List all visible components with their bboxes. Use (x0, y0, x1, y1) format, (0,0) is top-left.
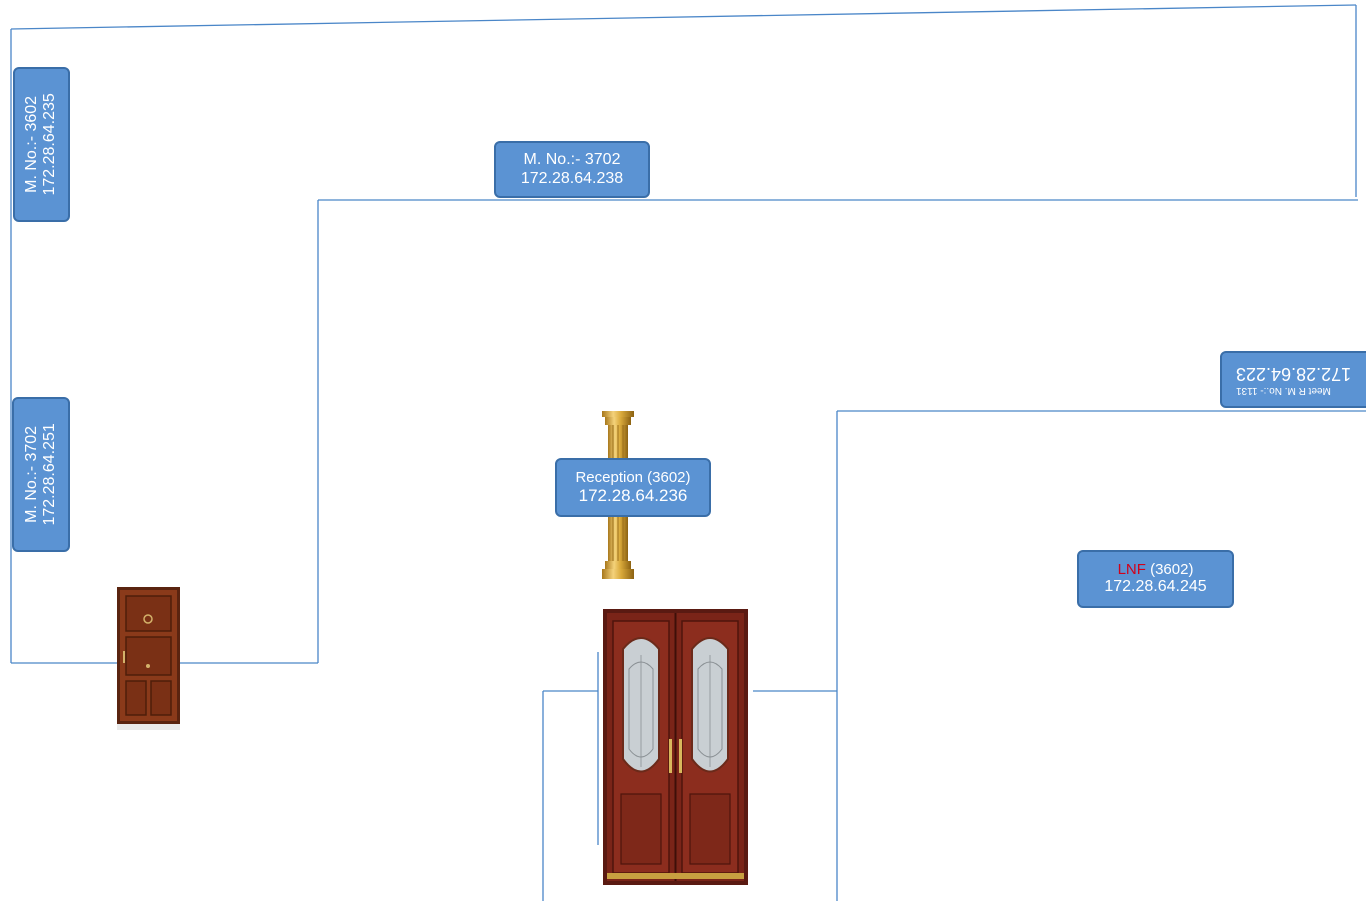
device-label-meet-room[interactable]: Meet R M. No.:- 1131 172.28.64.223 (1220, 351, 1366, 408)
device-ip: 172.28.64.235 (41, 93, 59, 196)
device-name: LNF (3602) (1118, 561, 1194, 578)
device-label-reception[interactable]: Reception (3602) 172.28.64.236 (555, 458, 711, 517)
device-name: M. No.:- 3702 (523, 151, 621, 169)
device-name: Reception (3602) (575, 469, 691, 487)
lnf-name-rest: (3602) (1145, 561, 1194, 579)
device-label-m3602-235[interactable]: M. No.:- 3602 172.28.64.235 (13, 67, 70, 222)
device-label-m3702-251[interactable]: M. No.:- 3702 172.28.64.251 (12, 397, 70, 552)
double-glass-door-icon (603, 609, 748, 885)
device-label-lnf[interactable]: LNF (3602) 172.28.64.245 (1077, 550, 1234, 608)
device-ip: 172.28.64.236 (578, 486, 688, 506)
wall-top (10, 4, 1357, 30)
device-ip: 172.28.64.245 (1104, 578, 1207, 596)
device-ip: 172.28.64.223 (1236, 364, 1352, 385)
device-ip: 172.28.64.251 (41, 423, 59, 526)
device-label-m3702-238[interactable]: M. No.:- 3702 172.28.64.238 (494, 141, 650, 198)
device-name: M. No.:- 3702 (22, 426, 40, 523)
device-name: M. No.:- 3602 (23, 96, 41, 193)
single-door-icon (117, 587, 180, 730)
device-name: Meet R M. No.:- 1131 (1236, 384, 1331, 396)
lnf-accent-text: LNF (1117, 561, 1146, 579)
device-ip: 172.28.64.238 (520, 169, 624, 187)
